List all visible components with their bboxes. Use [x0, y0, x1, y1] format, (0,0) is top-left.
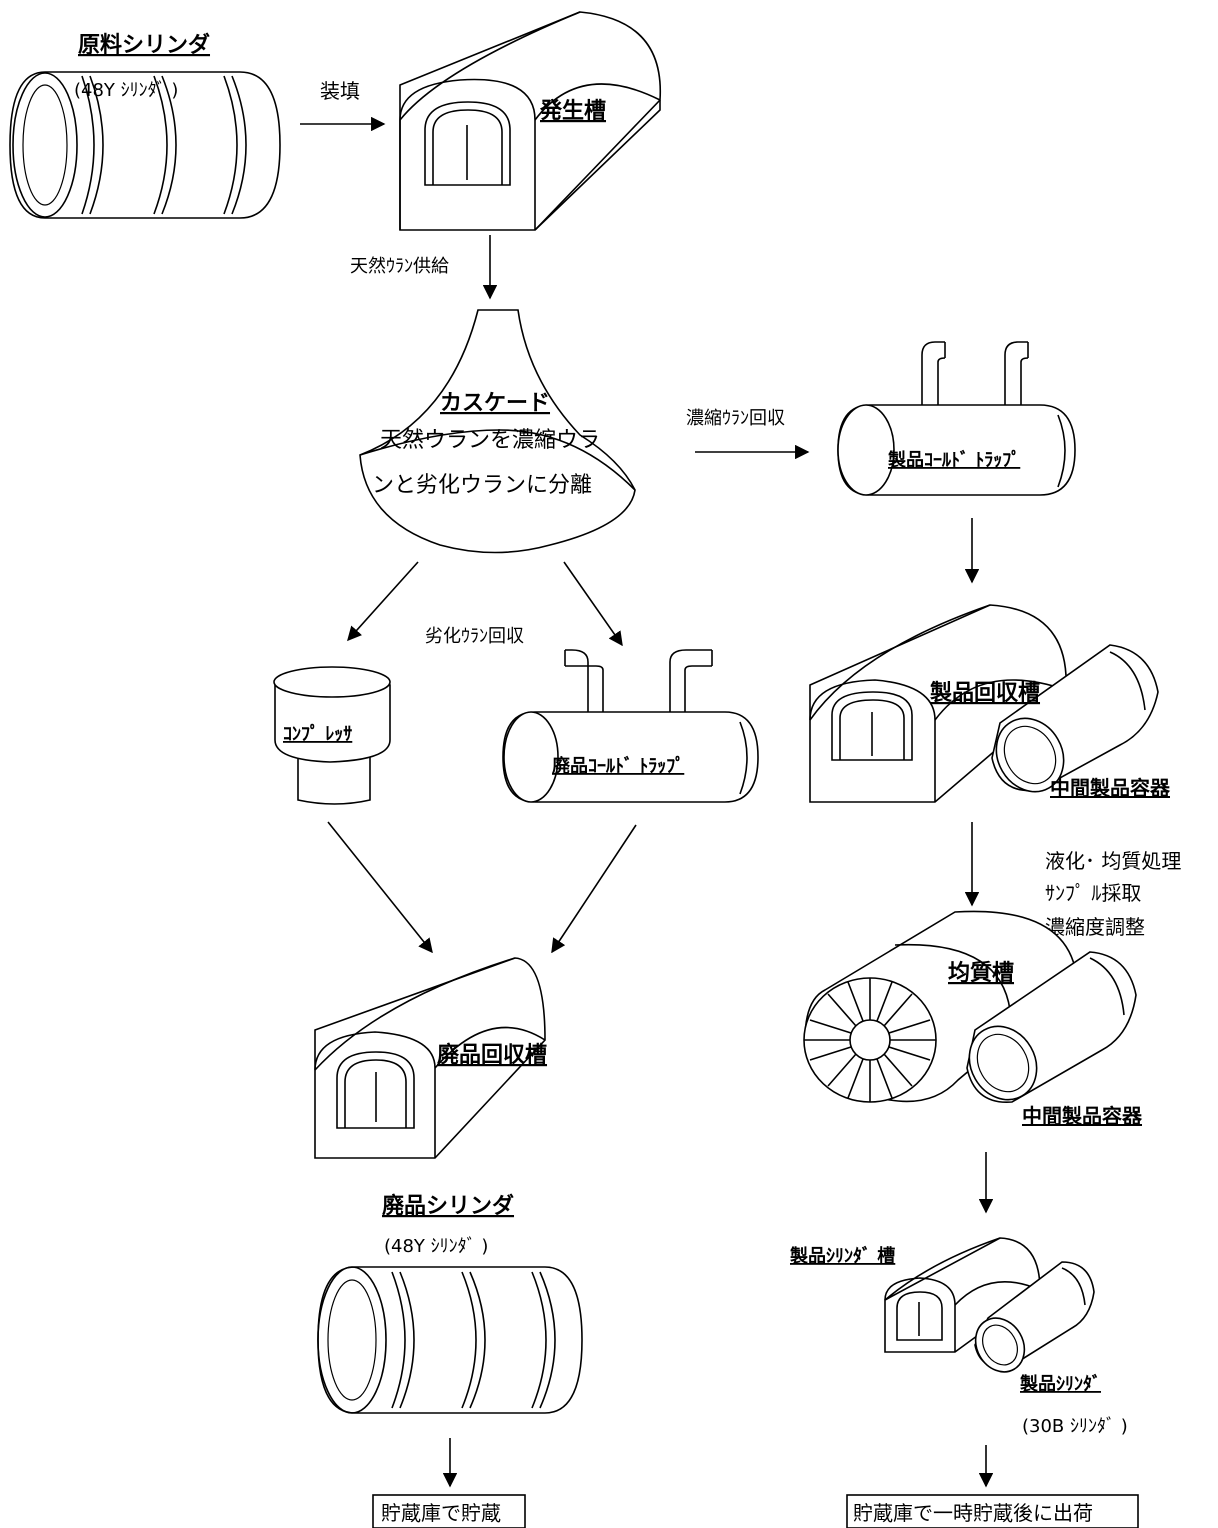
raw-cylinder-type: (48Y ｼﾘﾝﾀﾞ )	[74, 80, 178, 101]
homog-process-2: ｻﾝﾌﾟ ﾙ採取	[1045, 881, 1141, 905]
arrow-to-compressor	[347, 561, 419, 642]
cascade-desc-line1: 天然ウランを濃縮ウラ	[380, 428, 600, 453]
arrow-coldtrap-to-waste-tank	[551, 824, 637, 954]
waste-cold-trap-title: 廃品ｺｰﾙﾄﾞ ﾄﾗｯﾌﾟ	[552, 755, 684, 777]
product-cold-trap-title: 製品ｺｰﾙﾄﾞ ﾄﾗｯﾌﾟ	[887, 449, 1020, 471]
product-cylinder-tank-title: 製品ｼﾘﾝﾀﾞ 槽	[789, 1245, 895, 1267]
homog-process-3: 濃縮度調整	[1045, 915, 1145, 939]
waste-recovery-tank-title: 廃品回収槽	[437, 1042, 547, 1068]
intermediate-container-label-2: 中間製品容器	[1022, 1104, 1143, 1128]
product-cylinder-title: 製品ｼﾘﾝﾀﾞ	[1019, 1373, 1101, 1395]
store-waste-box	[372, 1494, 526, 1528]
generation-tank-title: 発生槽	[539, 99, 606, 124]
raw-cylinder-icon	[9, 71, 281, 219]
homogenizer-spokes	[804, 978, 936, 1102]
product-cylinder-tank-icon	[884, 1237, 1095, 1373]
natural-supply-label: 天然ｳﾗﾝ供給	[350, 256, 449, 277]
waste-cylinder-title: 廃品シリンダ	[382, 1193, 514, 1219]
product-cylinder-type: (30B ｼﾘﾝﾀﾞ )	[1022, 1416, 1128, 1437]
homog-process-1: 液化･ 均質処理	[1045, 849, 1181, 873]
arrow-compressor-to-waste-tank	[327, 821, 433, 954]
waste-cylinder-icon	[317, 1266, 583, 1414]
cascade-icon	[359, 309, 636, 554]
product-recovery-tank-title: 製品回収槽	[929, 680, 1040, 706]
waste-recovery-tank-icon	[314, 957, 546, 1159]
homogenization-tank-title: 均質槽	[948, 960, 1014, 986]
raw-cylinder-title: 原料シリンダ	[78, 32, 210, 58]
store-waste-label: 貯蔵庫で貯蔵	[381, 1501, 501, 1525]
product-cold-trap-icon	[837, 341, 1076, 496]
waste-cylinder-type: (48Y ｼﾘﾝﾀﾞ )	[384, 1236, 488, 1257]
homogenization-tank-icon	[803, 910, 1137, 1103]
product-recovery-tank-icon	[809, 604, 1159, 803]
store-product-box	[846, 1494, 1139, 1528]
cascade-title: カスケード	[440, 391, 550, 416]
loading-label: 装填	[320, 79, 360, 103]
enriched-recovery-label: 濃縮ｳﾗﾝ回収	[686, 408, 785, 429]
cascade-desc-line2: ンと劣化ウランに分離	[372, 473, 592, 498]
waste-cold-trap-icon	[502, 649, 759, 803]
intermediate-container-label-1: 中間製品容器	[1050, 776, 1171, 800]
arrow-to-waste-cold-trap	[563, 561, 623, 647]
store-product-label: 貯蔵庫で一時貯蔵後に出荷	[853, 1501, 1093, 1525]
depleted-recovery-label: 劣化ｳﾗﾝ回収	[425, 626, 524, 647]
compressor-title: ｺﾝﾌﾟ ﾚｯｻ	[283, 723, 352, 745]
generation-tank-icon	[399, 11, 662, 231]
compressor-icon	[273, 666, 391, 805]
